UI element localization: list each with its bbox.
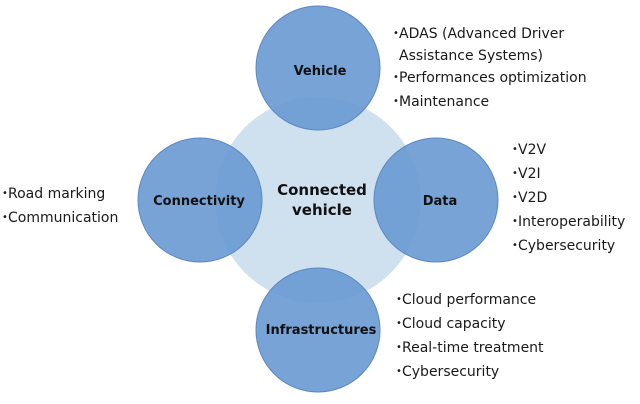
bullet-dot-icon: • <box>512 144 518 155</box>
data-list-item-text: V2V <box>518 142 547 158</box>
center-label-line1: Connected <box>277 181 367 199</box>
node-data-label: Data <box>423 194 458 209</box>
bullet-dot-icon: • <box>2 212 8 223</box>
connectivity-list-item-text: Communication <box>8 210 119 226</box>
infrastructures-list-item: •Cybersecurity <box>396 360 544 384</box>
vehicle-list-item-text: ADAS (Advanced Driver <box>399 26 565 42</box>
data-list-item: •V2V <box>512 138 625 162</box>
center-circle <box>215 97 421 303</box>
infrastructures-list-item-text: Cloud performance <box>402 292 537 308</box>
infrastructures-bullet-list: •Cloud performance•Cloud capacity•Real-t… <box>396 288 544 384</box>
infrastructures-list-item: •Cloud capacity <box>396 312 544 336</box>
bullet-dot-icon: • <box>393 28 399 39</box>
bullet-dot-icon: • <box>396 366 402 377</box>
infrastructures-list-item-text: Cybersecurity <box>402 364 500 380</box>
connectivity-list-item-text: Road marking <box>8 186 106 202</box>
bullet-dot-icon: • <box>512 240 518 251</box>
vehicle-list-item-continuation: Assistance Systems) <box>399 48 544 64</box>
bullet-dot-icon: • <box>512 216 518 227</box>
data-list-item: •Interoperability <box>512 210 625 234</box>
bullet-dot-icon: • <box>512 168 518 179</box>
node-vehicle-label: Vehicle <box>294 64 347 79</box>
bullet-dot-icon: • <box>396 294 402 305</box>
bullet-dot-icon: • <box>2 188 8 199</box>
data-list-item: •Cybersecurity <box>512 234 625 258</box>
infrastructures-list-item: •Cloud performance <box>396 288 544 312</box>
connectivity-list-item: •Communication <box>2 206 118 230</box>
vehicle-list-item-text: Maintenance <box>399 94 490 110</box>
bullet-dot-icon: • <box>512 192 518 203</box>
node-data-circle <box>373 137 499 263</box>
connectivity-bullet-list: •Road marking•Communication <box>2 182 118 230</box>
node-connectivity-circle <box>137 137 263 263</box>
bullet-dot-icon: • <box>396 342 402 353</box>
data-list-item-text: Cybersecurity <box>518 238 616 254</box>
node-connectivity-label: Connectivity <box>153 194 245 209</box>
data-bullet-list: •V2V•V2I•V2D•Interoperability•Cybersecur… <box>512 138 625 258</box>
vehicle-list-item-text: Performances optimization <box>399 70 587 86</box>
infrastructures-list-item: •Real-time treatment <box>396 336 544 360</box>
data-list-item-text: V2D <box>518 190 548 206</box>
connectivity-list-item: •Road marking <box>2 182 118 206</box>
node-infrastructures-circle <box>255 267 381 393</box>
vehicle-list-item: •Performances optimization <box>393 66 587 90</box>
bullet-dot-icon: • <box>396 318 402 329</box>
data-list-item-text: V2I <box>518 166 541 182</box>
data-list-item-text: Interoperability <box>518 214 626 230</box>
bullet-dot-icon: • <box>393 72 399 83</box>
vehicle-list-item: •Maintenance <box>393 90 587 114</box>
infrastructures-list-item-text: Cloud capacity <box>402 316 506 332</box>
node-vehicle-circle <box>255 5 381 131</box>
center-label-line2: vehicle <box>292 201 352 219</box>
node-infrastructures-label: Infrastructures <box>266 323 377 338</box>
data-list-item: •V2D <box>512 186 625 210</box>
infrastructures-list-item-text: Real-time treatment <box>402 340 544 356</box>
data-list-item: •V2I <box>512 162 625 186</box>
bullet-dot-icon: • <box>393 96 399 107</box>
